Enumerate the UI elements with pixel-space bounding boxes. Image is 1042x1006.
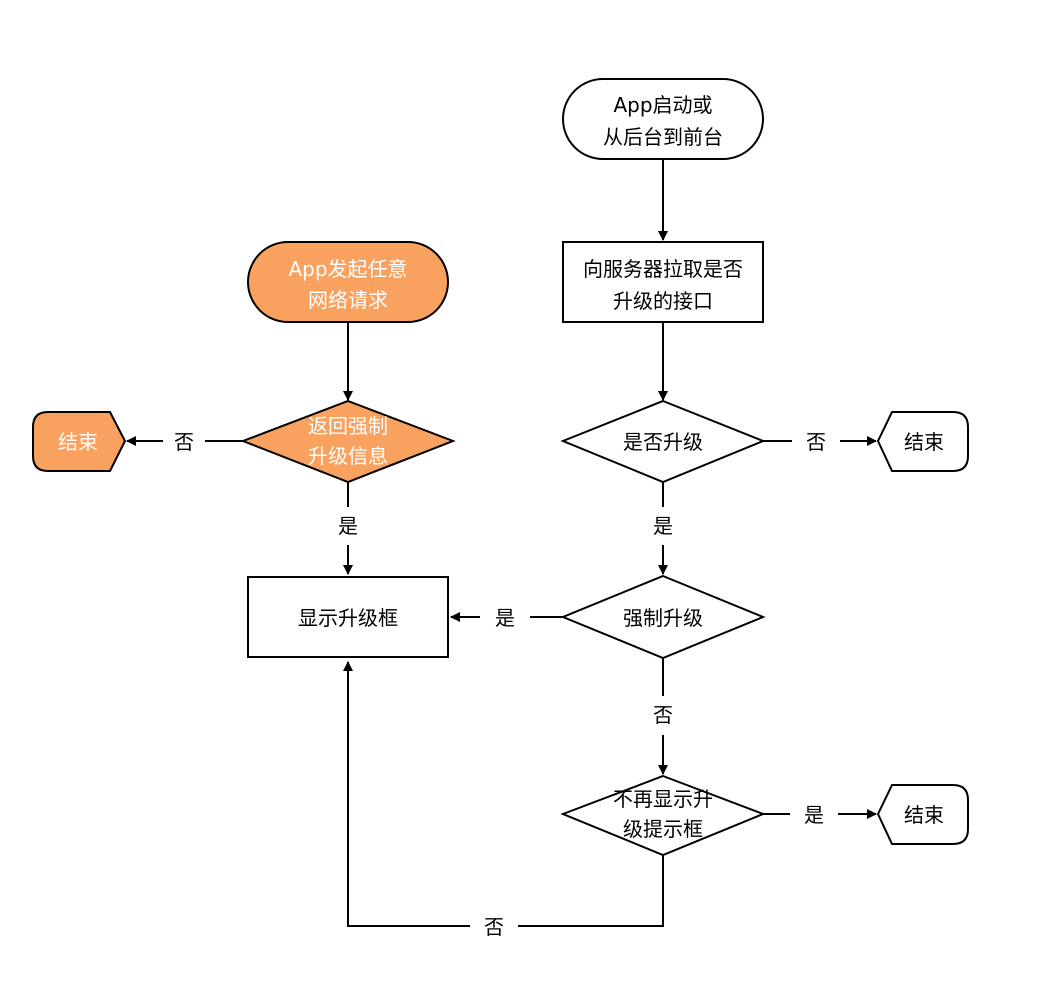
edge-noshow-to-dialog-seg1 (518, 855, 664, 927)
end-left-shape (32, 411, 127, 472)
decision-upgrade-shape (560, 399, 766, 484)
edges (126, 160, 877, 927)
node-fetch-api: 向服务器拉取是否 升级的接口 (562, 241, 764, 323)
show-dialog-text: 显示升级框 (298, 606, 398, 630)
decision-force-shape (560, 574, 766, 660)
node-decision-return-force: 返回强制 升级信息 (240, 399, 456, 484)
decision-return-text-line1: 返回强制 (308, 414, 388, 438)
end-right-top-shape (876, 411, 969, 472)
end-right-bottom-text: 结束 (904, 803, 944, 827)
node-show-dialog: 显示升级框 (247, 576, 449, 658)
decision-noshow-text-line1: 不再显示升 (613, 787, 713, 811)
label-noshow-no: 否 (484, 915, 504, 939)
decision-noshow-shape (560, 774, 766, 857)
node-end-right-bottom: 结束 (876, 784, 969, 845)
start-terminal-shape (562, 78, 764, 160)
app-request-terminal-shape (247, 241, 449, 323)
node-decision-no-show: 不再显示升 级提示框 (560, 774, 766, 857)
label-return-yes: 是 (338, 514, 358, 538)
node-decision-force: 强制升级 (560, 574, 766, 660)
label-force-no: 否 (653, 703, 673, 727)
node-decision-upgrade: 是否升级 (560, 399, 766, 484)
fetch-process-shape (562, 241, 764, 323)
label-upgrade-yes: 是 (653, 514, 673, 538)
edge-noshow-to-dialog-seg2 (343, 661, 470, 927)
decision-upgrade-text: 是否升级 (623, 430, 703, 454)
edge-labels: 否 是 是 否 是 否 否 是 (174, 430, 826, 939)
label-force-yes: 是 (495, 606, 515, 630)
label-upgrade-no: 否 (806, 430, 826, 454)
node-start-app: App启动或 从后台到前台 (562, 78, 764, 160)
label-return-no: 否 (174, 430, 194, 454)
decision-return-shape (240, 399, 456, 484)
show-dialog-process-shape (247, 576, 449, 658)
decision-force-text: 强制升级 (623, 606, 703, 630)
decision-return-text-line2: 升级信息 (308, 444, 388, 468)
fetch-text-line2: 升级的接口 (613, 289, 713, 313)
node-end-left: 结束 (32, 411, 127, 472)
start-text-line2: 从后台到前台 (603, 125, 723, 149)
fetch-text-line1: 向服务器拉取是否 (583, 257, 743, 281)
start-text-line1: App启动或 (613, 93, 712, 117)
end-right-bottom-shape (876, 784, 969, 845)
app-request-text-line1: App发起任意 (288, 257, 407, 281)
end-right-top-text: 结束 (904, 430, 944, 454)
label-noshow-yes: 是 (804, 803, 824, 827)
decision-noshow-text-line2: 级提示框 (623, 817, 703, 841)
end-left-text: 结束 (58, 430, 98, 454)
node-end-right-top: 结束 (876, 411, 969, 472)
app-request-text-line2: 网络请求 (308, 288, 388, 312)
node-app-request: App发起任意 网络请求 (247, 241, 449, 323)
